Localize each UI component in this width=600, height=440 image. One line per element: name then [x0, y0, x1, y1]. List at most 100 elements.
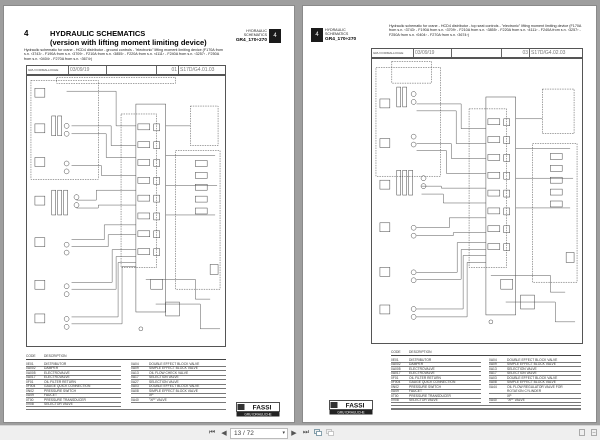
title-line-1: HYDRAULIC SCHEMATICS: [50, 29, 146, 38]
svg-text:FASSI: FASSI: [346, 403, 365, 410]
tab-line-2: SCHEMATICS: [325, 32, 349, 37]
svg-text:GRU IDRAULICHE: GRU IDRAULICHE: [337, 411, 364, 415]
tab-line-1: HYDRAULIC: [246, 29, 267, 33]
fassi-logo: FASSI GRU IDRAULICHE: [329, 400, 373, 415]
next-page-button[interactable]: ▶: [291, 430, 297, 437]
chapter-number: 4: [24, 29, 29, 38]
drawing-title-block: GRU FORMALLOCHE 03/09/19 01 S17D/G4.01.0…: [26, 65, 226, 75]
previous-page-button[interactable]: ◀: [221, 430, 227, 437]
table-row: XP: [131, 393, 226, 398]
section-code: GR4_170÷270: [235, 38, 267, 43]
fassi-logo: FASSI GRU IDRAULICHE: [236, 402, 280, 417]
title-line-2: (version with lifting moment limiting de…: [50, 38, 207, 47]
chevron-down-icon[interactable]: ▾: [282, 430, 285, 436]
titleblock-rev: 01: [157, 66, 179, 74]
schematic-description: Hydraulic schematic for crane - HCD4 dis…: [24, 48, 223, 61]
section-code: GR4_170÷270: [325, 37, 357, 42]
two-page-view-icon[interactable]: [312, 428, 324, 438]
header-code: CODE: [26, 354, 36, 358]
page-indicator: 13 / 72: [234, 429, 254, 437]
fit-page-icon[interactable]: [576, 428, 588, 438]
drawing-title-block: GRU FORMALLOCHE 03/09/19 03 S17D/G4.02.0…: [371, 48, 583, 58]
fit-width-icon[interactable]: [588, 428, 600, 438]
hydraulic-schematic-diagram: [371, 58, 583, 344]
titleblock-date: 03/09/19: [69, 66, 107, 74]
section-tab-label: HYDRAULIC SCHEMATICS: [244, 29, 267, 37]
section-tab-label: HYDRAULIC SCHEMATICS: [325, 28, 348, 36]
titleblock-date: 03/09/19: [414, 49, 452, 57]
first-page-button[interactable]: ⏮: [208, 429, 216, 436]
table-row: 0A40"XP" VALVE: [489, 398, 581, 403]
page-title: HYDRAULIC SCHEMATICS (version with lifti…: [50, 29, 207, 47]
titleblock-rev: 03: [502, 49, 530, 57]
page-number-input[interactable]: 13 / 72 ▾: [230, 427, 288, 439]
fassi-logo-icon: FASSI GRU IDRAULICHE: [329, 400, 373, 415]
svg-text:GRU IDRAULICHE: GRU IDRAULICHE: [244, 413, 271, 417]
pdf-page-left: 4 HYDRAULIC SCHEMATICS (version with lif…: [3, 5, 295, 423]
header-description: DESCRIPTION: [44, 354, 67, 358]
table-header: CODE DESCRIPTION: [391, 350, 581, 356]
tab-line-2: SCHEMATICS: [243, 33, 267, 38]
titleblock-logo: GRU FORMALLOCHE: [27, 66, 69, 74]
hydraulic-schematic-diagram: [26, 75, 226, 347]
titleblock-logo: GRU FORMALLOCHE: [372, 49, 414, 57]
titleblock-notes: [452, 49, 502, 57]
svg-text:FASSI: FASSI: [253, 405, 272, 412]
header-code: CODE: [391, 350, 401, 354]
section-number-tab: 4: [311, 28, 323, 42]
table-row: XP: [489, 394, 581, 399]
table-header: CODE DESCRIPTION: [26, 354, 226, 360]
titleblock-drawing-no: S17D/G4.01.03: [180, 67, 215, 73]
table-footer-bar: [391, 404, 581, 406]
pdf-page-right: 4 HYDRAULIC SCHEMATICS GR4_170÷270 Hydra…: [302, 5, 597, 423]
single-page-view-icon[interactable]: [324, 428, 336, 438]
titleblock-drawing-no: S17D/G4.02.03: [531, 50, 566, 56]
last-page-button[interactable]: ⏭: [302, 429, 310, 436]
table-row: 0A40"XP" VALVE: [131, 398, 226, 403]
pdf-navigation-toolbar: ⏮ ◀ 13 / 72 ▾ ▶ ⏭: [0, 425, 600, 440]
schematic-description: Hydraulic schematic for crane - HCD4 dis…: [389, 24, 582, 37]
table-footer-bar: [26, 408, 226, 410]
titleblock-notes: [107, 66, 157, 74]
fassi-logo-icon: FASSI GRU IDRAULICHE: [236, 402, 280, 417]
table-footer-bar: [391, 407, 581, 410]
section-number-tab: 4: [269, 29, 281, 43]
tab-line-1: HYDRAULIC: [325, 28, 346, 32]
header-description: DESCRIPTION: [409, 350, 432, 354]
